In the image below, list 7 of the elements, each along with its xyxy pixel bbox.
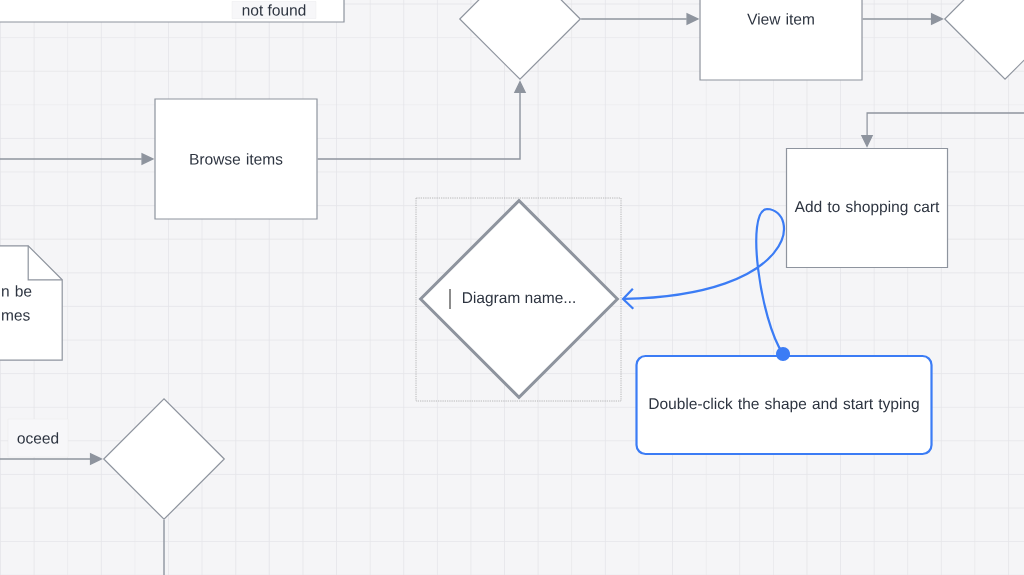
arrow bbox=[621, 207, 790, 361]
tooltip-box: Double-click the shape and start typing bbox=[635, 354, 933, 456]
text-label: not found bbox=[231, 1, 317, 19]
process-box: Browse items bbox=[154, 98, 318, 220]
process-box: Add to shopping cart bbox=[785, 147, 949, 269]
process-box: View item bbox=[699, 0, 863, 81]
edge-label: oceed bbox=[7, 418, 69, 458]
